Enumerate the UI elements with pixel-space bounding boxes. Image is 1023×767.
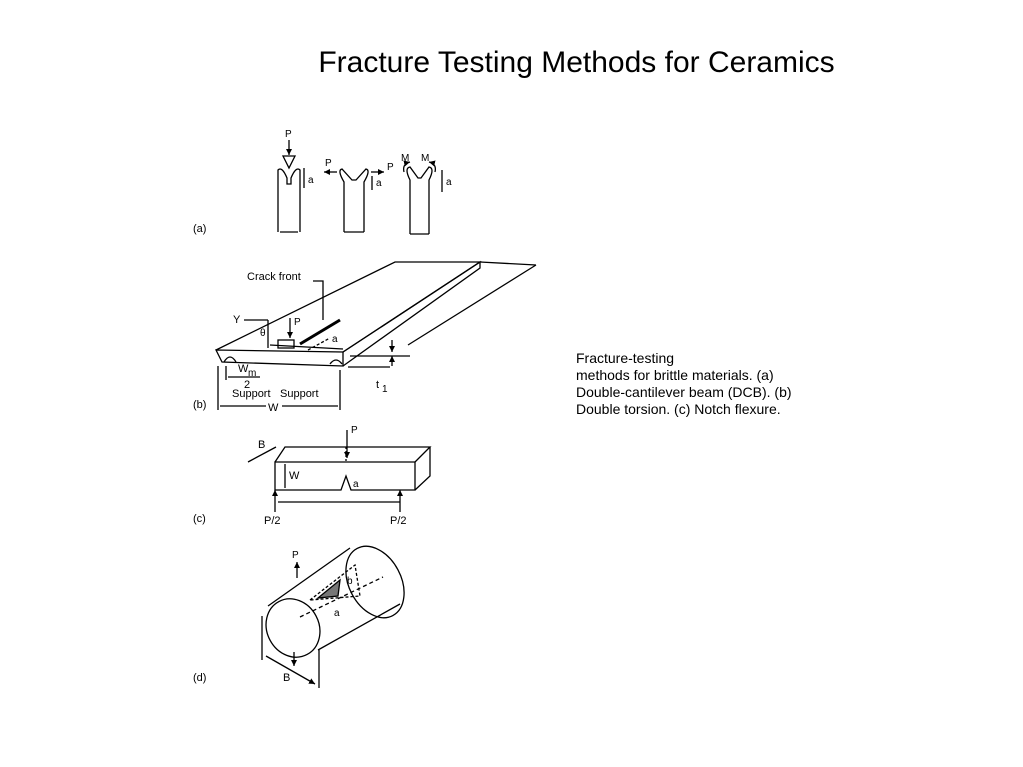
thickness-subscript: 1 [382, 384, 388, 395]
load-label: P [351, 425, 358, 436]
dcb-specimen-moment-load: M M a [401, 153, 452, 235]
caption-line: Double torsion. (c) Notch flexure. [576, 401, 781, 417]
wm-label: W [238, 363, 249, 375]
reaction-right-label: P/2 [390, 515, 407, 527]
crack-length-label: a [308, 175, 314, 186]
width-label: W [268, 402, 279, 414]
caption-line: Double-cantilever beam (DCB). (b) [576, 384, 792, 400]
panel-b-label: (b) [193, 399, 206, 411]
panel-b-double-torsion: (b) P Crack front a Y θ t 1 [193, 260, 537, 414]
wm-subscript: m [248, 368, 256, 379]
crack-depth-label: a [353, 479, 359, 490]
crack-b-label: b [347, 576, 353, 587]
thickness-label: B [283, 672, 290, 684]
width-label: W [289, 470, 300, 482]
crack-length-label: a [446, 177, 452, 188]
wm-denominator: 2 [244, 379, 250, 391]
panel-c-label: (c) [193, 513, 206, 525]
slide-title: Fracture Testing Methods for Ceramics [318, 46, 835, 79]
reaction-left-label: P/2 [264, 515, 281, 527]
caption-line: Fracture-testing [576, 350, 675, 366]
moment-left-label: M [401, 153, 409, 164]
crack-length-label: a [332, 334, 338, 345]
y-label: Y [233, 314, 241, 326]
caption-line: methods for brittle materials. (a) [576, 367, 774, 383]
figure-caption: Fracture-testing methods for brittle mat… [576, 350, 836, 418]
moment-right-label: M [421, 153, 429, 164]
load-label: P [294, 317, 301, 328]
panel-d-label: (d) [193, 672, 206, 684]
theta-label: θ [260, 328, 266, 339]
load-right-label: P [387, 162, 394, 173]
thickness-label: t [376, 379, 379, 391]
thickness-label: B [258, 439, 265, 451]
dcb-specimen-pin-load: P P a [324, 158, 394, 233]
load-label: P [292, 550, 299, 561]
crack-a-label: a [334, 608, 340, 619]
panel-a-label: (a) [193, 223, 206, 235]
panel-d-chevron-notch: (d) b a P B [193, 545, 405, 688]
support-right-label: Support [280, 388, 319, 400]
support-left-label: Support [232, 388, 271, 400]
crack-length-label: a [376, 178, 382, 189]
load-label: P [285, 129, 292, 140]
panel-c-notch-flexure: (c) P B W a P/2 P/2 [193, 425, 432, 527]
dcb-specimen-wedge-load: P a [277, 129, 314, 233]
load-left-label: P [325, 158, 332, 169]
panel-a-dcb: (a) P a P P a M M [193, 129, 452, 235]
crack-front-label: Crack front [247, 271, 301, 283]
